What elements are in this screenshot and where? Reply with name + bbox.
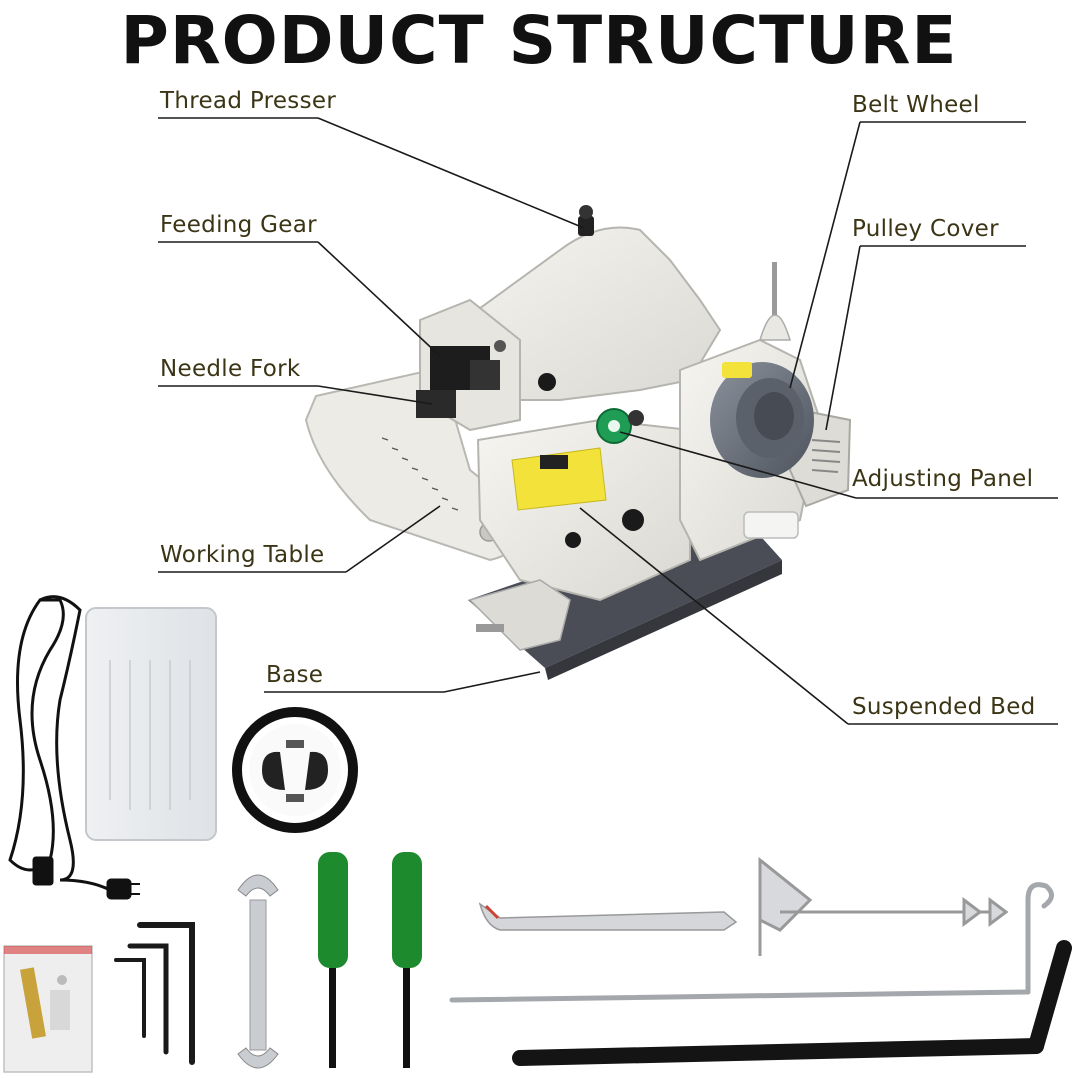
wrench [237,874,279,1069]
thread-stand-bracket [758,856,1009,956]
screwdriver-2 [392,852,422,1068]
warning-label [511,447,607,511]
spare-parts-bag [3,945,93,1073]
needle-fork-mechanism [416,340,506,418]
sewing-machine-illustration [304,205,852,680]
bobbin-tool [478,902,738,931]
label-pulley-cover: Pulley Cover [852,216,999,242]
label-belt-wheel: Belt Wheel [852,92,980,118]
thread-presser [578,205,594,236]
screwdriver-1 [318,852,348,1068]
power-cord [8,595,140,900]
knee-lift-rod [449,882,1054,1003]
table-ruler [381,437,459,511]
label-suspended-bed: Suspended Bed [852,694,1036,720]
page-title: PRODUCT STRUCTURE [120,2,958,79]
label-needle-fork: Needle Fork [160,356,301,382]
label-thread-presser: Thread Presser [160,88,337,114]
belt-ring [232,707,358,833]
adjusting-knob [596,408,632,444]
label-adjusting-panel: Adjusting Panel [852,466,1034,492]
label-base: Base [266,662,324,688]
belt-wheel [710,362,814,478]
crank-handle [512,940,1072,1066]
foot-pedal [85,607,217,841]
label-feeding-gear: Feeding Gear [160,212,317,238]
allen-key-set [114,922,195,1065]
suspended-bed-body [476,418,691,602]
label-working-table: Working Table [160,542,325,568]
leader-lines [158,117,1058,725]
